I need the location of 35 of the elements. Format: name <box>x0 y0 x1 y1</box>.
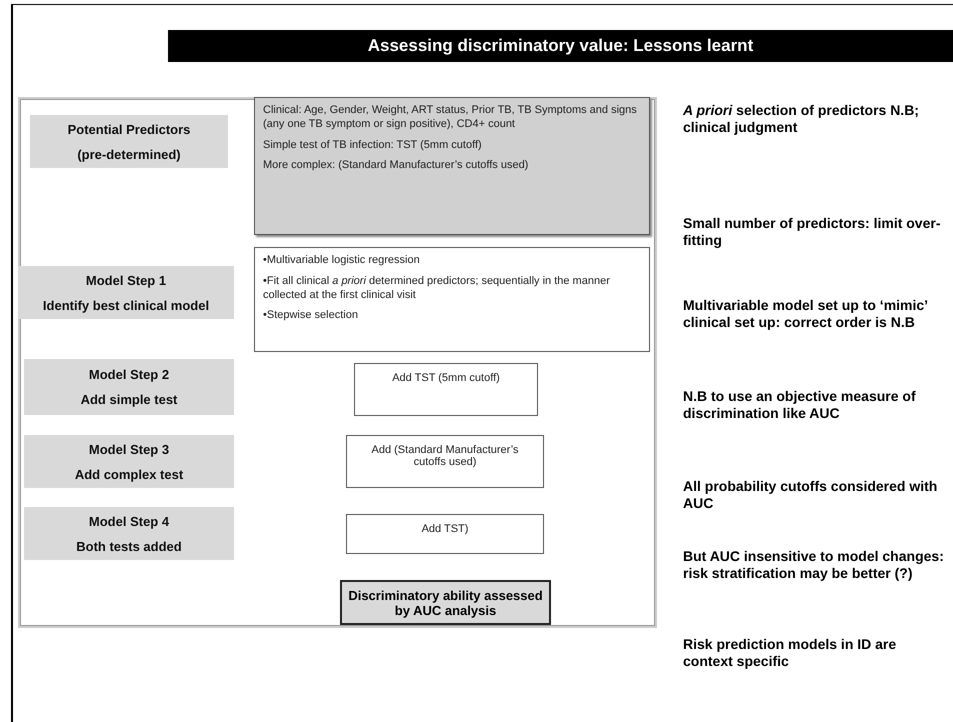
bullet-text: Clinical: Age, Gender, Weight, ART status, Prior TB, TB Symptoms and signs (any one TB symptom or sign positive), CD4+ count <box>263 104 638 132</box>
step-label-background <box>24 435 234 488</box>
bullet-text: •Fit all clinical a priori determined predictors; sequentially in the manner collected at the first clinical visit <box>263 274 611 302</box>
step-label-background <box>30 115 228 168</box>
note-text: A priori selection of predictors N.B; clinical judgment <box>683 102 920 136</box>
note-text: All probability cutoffs considered with AUC <box>683 478 938 512</box>
step-label: Add complex test <box>74 466 184 482</box>
step-label: Both tests added <box>76 538 182 554</box>
step-label: Add simple test <box>80 392 178 407</box>
step-box: Add TST) <box>346 514 544 554</box>
step-box: Add TST (5mm cutoff) <box>354 363 538 416</box>
step-label-background <box>18 266 234 319</box>
step-label: (pre-determined) <box>77 146 181 162</box>
bullet-text: More complex: (Standard Manufacturer’s cutoffs used) <box>263 159 530 173</box>
step-label: Model Step 4 <box>88 514 170 528</box>
note-text: Multivariable model set up to ‘mimic’ clinical set up: correct order is N.B <box>683 297 928 331</box>
bullet-text: Simple test of TB infection: TST (5mm cutoff) <box>263 138 483 152</box>
bullet-text: •Multivariable logistic regression <box>263 254 421 268</box>
step-label-background <box>24 359 234 415</box>
note-text: N.B to use an objective measure of discrimination like AUC <box>683 388 917 422</box>
predictor-box <box>254 97 650 235</box>
step-label: Model Step 2 <box>88 367 170 382</box>
method-box <box>254 247 650 352</box>
note-text: Small number of predictors: limit over-fitting <box>683 215 942 249</box>
title-bar: Assessing discriminatory value: Lessons learnt <box>168 30 953 62</box>
result-box: Discriminatory ability assessed by AUC analysis <box>340 580 551 625</box>
step-label: Potential Predictors <box>68 122 190 136</box>
note-text: Risk prediction models in ID are context specific <box>683 636 898 670</box>
step-label-background <box>24 507 234 560</box>
bullet-text: •Stepwise selection <box>263 309 359 323</box>
step-label: Identify best clinical model <box>42 298 210 312</box>
step-label: Model Step 3 <box>88 442 170 456</box>
step-label: Model Step 1 <box>86 272 166 288</box>
step-box: Add (Standard Manufacturer’s cutoffs used) <box>346 435 544 488</box>
note-text: But AUC insensitive to model changes: risk stratification may be better (?) <box>683 548 945 582</box>
